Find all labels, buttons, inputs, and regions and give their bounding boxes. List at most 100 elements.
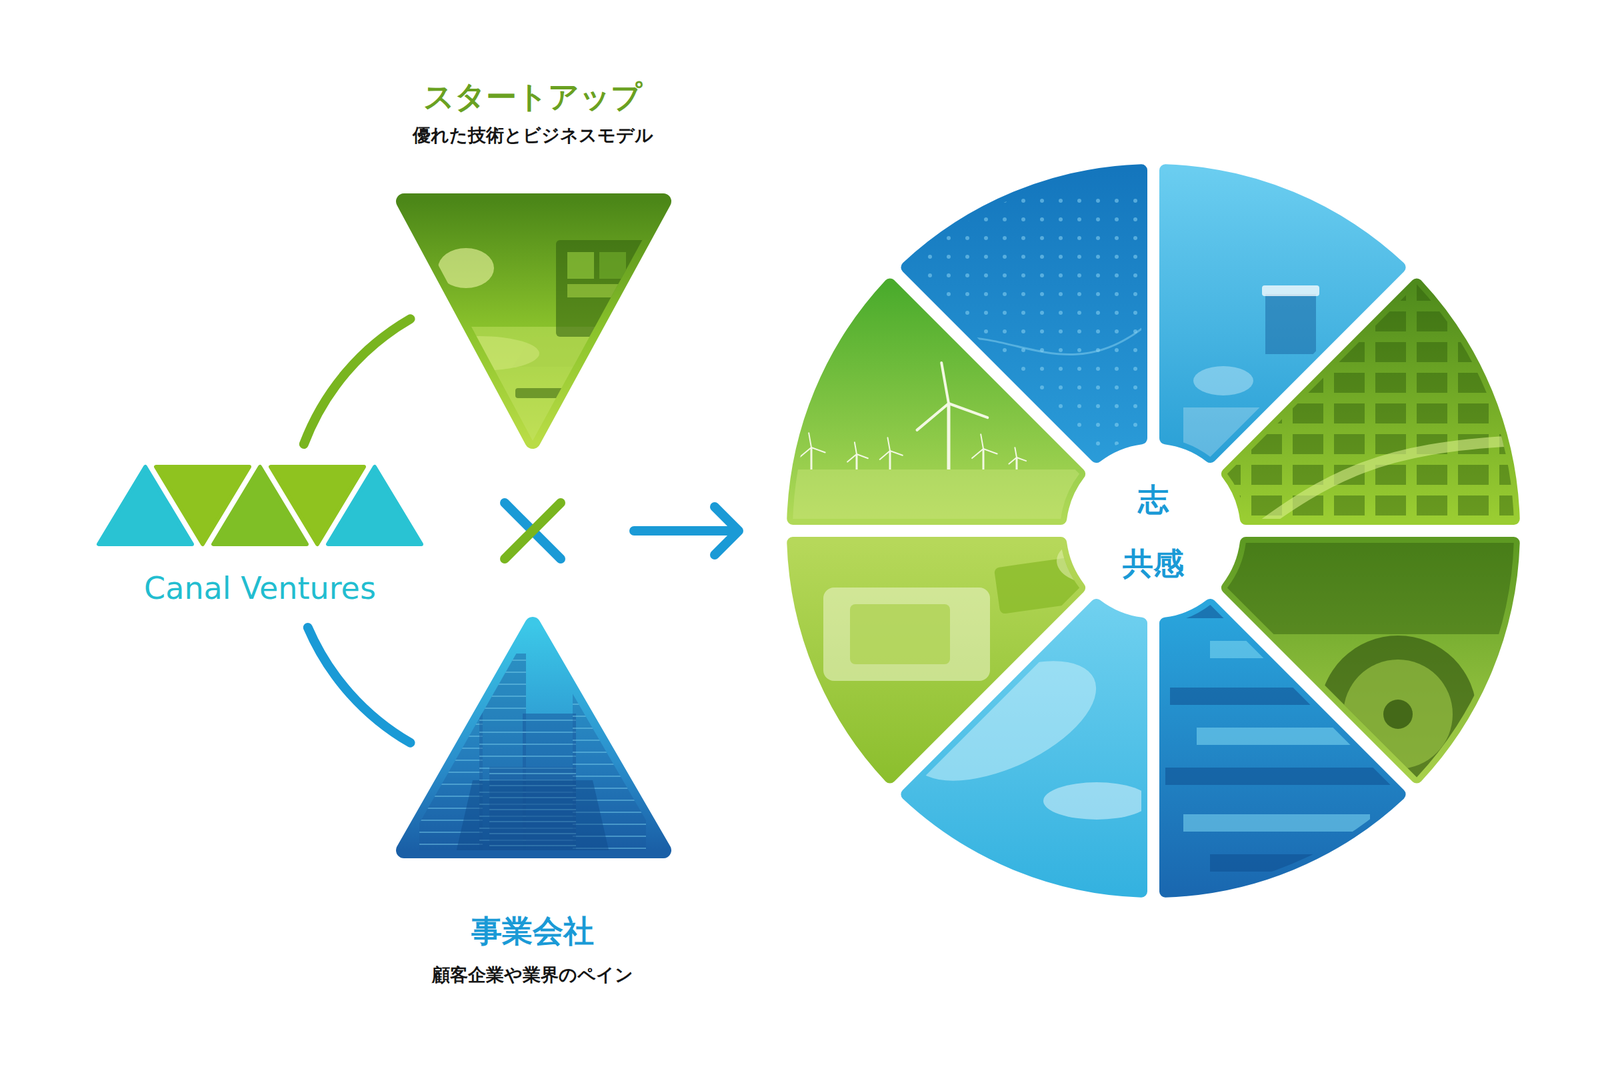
network-dot [890,478,895,483]
timeline-bar [1156,767,1410,785]
network-dot [1077,516,1082,520]
network-dot [1133,236,1138,240]
network-dot [1114,348,1119,352]
network-dot [965,254,970,259]
server-port [1499,372,1530,393]
network-dot [1096,292,1100,296]
logo-block: Canal Ventures [93,460,427,614]
network-dot [1096,254,1100,259]
network-dot [1021,404,1026,408]
network-dot [1096,441,1100,446]
server-port [1416,403,1448,424]
network-dot [909,404,914,408]
network-dot [1040,217,1044,222]
network-dot [928,198,932,203]
network-dot [965,497,970,502]
network-dot [1133,404,1138,408]
network-dot [1096,404,1100,408]
window-row [489,772,576,774]
network-dot [1133,516,1138,520]
server-port [1499,495,1530,516]
network-dot [1058,441,1063,446]
card-reader [823,587,990,681]
turbine-blade [808,432,812,448]
network-dot [984,478,988,483]
timeline-bar [1183,600,1357,618]
network-dot [1152,385,1156,390]
network-dot [1002,422,1007,427]
network-dot [1058,422,1063,427]
server-port [1251,464,1282,485]
network-dot [965,478,970,483]
server-port [1375,495,1406,516]
network-dot [1114,497,1119,502]
window-row [419,771,483,773]
network-dot [1058,497,1063,502]
window-row [489,856,576,858]
turbine-tower [810,447,813,470]
network-dot [1096,217,1100,222]
network-dot [946,348,951,352]
network-dot [1114,516,1119,520]
network-dot [890,422,895,427]
network-dot [1077,254,1082,259]
network-dot [1133,366,1138,371]
network-dot [1114,254,1119,259]
network-dot [928,254,932,259]
network-dot [1077,497,1082,502]
server-port [1334,403,1365,424]
window-row [572,739,646,741]
server-port [1292,280,1324,301]
network-dot [1077,273,1082,278]
network-dot [1021,441,1026,446]
network-dot [890,460,895,464]
network-dot [890,329,895,334]
network-dot [909,460,914,464]
window-row [572,763,646,765]
wheel-photos [783,160,1524,901]
network-dot [928,404,932,408]
network-dot [1058,478,1063,483]
network-dot [1077,422,1082,427]
cable [1250,440,1517,534]
server-port [1334,372,1365,393]
network-dot [1077,198,1082,203]
network-dot [1152,198,1156,203]
network-dot [928,422,932,427]
network-dot [1040,497,1044,502]
server-port [1210,280,1241,301]
network-dot [1096,516,1100,520]
server-port [1458,280,1489,301]
window-row [522,731,576,733]
network-dot [1040,460,1044,464]
window-row [479,851,526,853]
network-dot [1040,292,1044,296]
network-dot [1002,310,1007,315]
server-port [1375,280,1406,301]
network-dot [946,497,951,502]
network-dot [909,254,914,259]
window-row [572,751,646,753]
window-row [419,855,483,857]
turbine-tower [889,450,892,470]
network-dot [1152,366,1156,371]
server-port [1210,464,1241,485]
network-dot [1040,516,1044,520]
server-port [1251,372,1282,393]
window-row [479,707,526,709]
network-dot [909,385,914,390]
network-dot [1058,516,1063,520]
network-dot [984,236,988,240]
network-dot [1002,516,1007,520]
network-dot [1077,478,1082,483]
window-row [572,703,646,705]
server-port [1458,495,1489,516]
network-dot [1114,292,1119,296]
network-dot [984,516,988,520]
network-dot [1021,329,1026,334]
network-dot [909,441,914,446]
hand [438,248,494,288]
text-group: 事業会社顧客企業や業界のペイン [372,912,693,986]
times-stroke [504,502,561,559]
